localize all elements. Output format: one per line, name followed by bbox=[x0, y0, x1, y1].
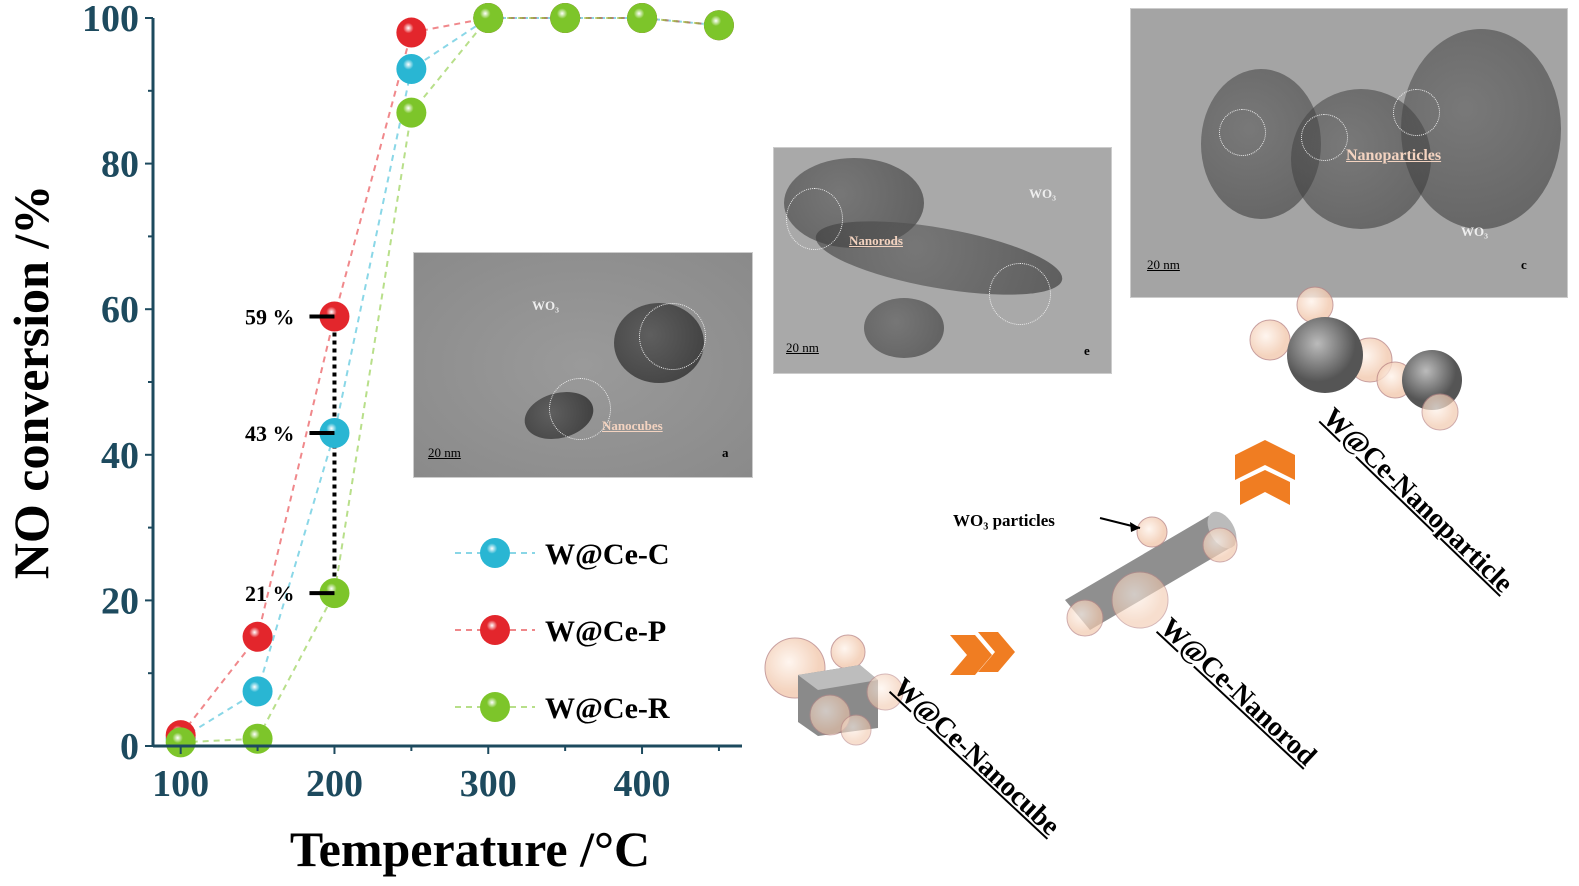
x-tick-label: 100 bbox=[152, 763, 209, 805]
wo3-label: WO₃ bbox=[1461, 224, 1489, 239]
nanoparticles-label: Nanoparticles bbox=[1346, 147, 1442, 164]
data-point-W@Ce-R bbox=[473, 3, 504, 33]
data-point-W@Ce-P bbox=[396, 17, 427, 48]
y-axis-label: NO conversion /% bbox=[3, 185, 59, 579]
data-point-W@Ce-R bbox=[396, 97, 427, 128]
tem-image-nanoparticles: Nanoparticles WO₃ 20 nm c bbox=[1130, 8, 1568, 298]
data-point-W@Ce-R bbox=[703, 10, 734, 41]
nanorods-label: Nanorods bbox=[849, 233, 903, 248]
wo3-label: WO₃ bbox=[532, 298, 560, 313]
x-axis-label: Temperature /°C bbox=[290, 821, 650, 877]
y-tick-label: 80 bbox=[101, 144, 139, 186]
data-point-W@Ce-R bbox=[165, 727, 196, 758]
nanoparticle-model bbox=[1249, 286, 1462, 431]
x-tick-label: 300 bbox=[460, 763, 517, 805]
legend-label: W@Ce-C bbox=[545, 538, 670, 571]
annotation-label: 43 % bbox=[245, 421, 295, 446]
data-point-W@Ce-P bbox=[242, 621, 273, 652]
series-line-W@Ce-C bbox=[180, 17, 720, 740]
legend-marker bbox=[480, 538, 510, 568]
panel-label: a bbox=[722, 445, 729, 460]
nanocubes-label: Nanocubes bbox=[602, 418, 663, 433]
tem-image-nanorods: Nanorods WO₃ 20 nm e bbox=[773, 147, 1112, 374]
legend-label: W@Ce-P bbox=[545, 615, 666, 648]
nanorod-model bbox=[1065, 511, 1238, 637]
x-tick-label: 400 bbox=[614, 763, 671, 805]
y-tick-label: 60 bbox=[101, 289, 139, 331]
y-tick-label: 0 bbox=[120, 726, 139, 768]
y-tick-label: 100 bbox=[82, 0, 139, 40]
scale-bar: 20 nm bbox=[428, 445, 461, 460]
y-tick-label: 40 bbox=[101, 435, 139, 477]
wo3-label: WO₃ bbox=[1029, 186, 1057, 201]
wo3-particles-label: WO₃ particles bbox=[953, 511, 1055, 530]
y-tick-label: 20 bbox=[101, 580, 139, 622]
series-line-W@Ce-P bbox=[179, 17, 720, 736]
annotation-label: 59 % bbox=[245, 304, 295, 329]
x-tick-label: 200 bbox=[306, 763, 363, 805]
panel-label: c bbox=[1521, 257, 1527, 272]
nanocube-model bbox=[764, 634, 904, 746]
legend-marker bbox=[480, 615, 510, 645]
tem-image-nanocubes: WO₃ Nanocubes 20 nm a bbox=[413, 252, 753, 478]
legend-marker bbox=[480, 692, 510, 722]
annotation-label: 21 % bbox=[245, 581, 295, 606]
scale-bar: 20 nm bbox=[1147, 257, 1180, 272]
data-point-W@Ce-R bbox=[550, 3, 581, 33]
chevron-arrow-icon bbox=[950, 632, 1015, 675]
data-point-W@Ce-C bbox=[242, 676, 273, 707]
panel-label: e bbox=[1084, 343, 1090, 358]
scale-bar: 20 nm bbox=[786, 340, 819, 355]
data-point-W@Ce-C bbox=[396, 53, 427, 84]
chevron-arrow-icon bbox=[1235, 440, 1295, 505]
legend-label: W@Ce-R bbox=[545, 692, 670, 725]
data-point-W@Ce-R bbox=[627, 3, 658, 33]
